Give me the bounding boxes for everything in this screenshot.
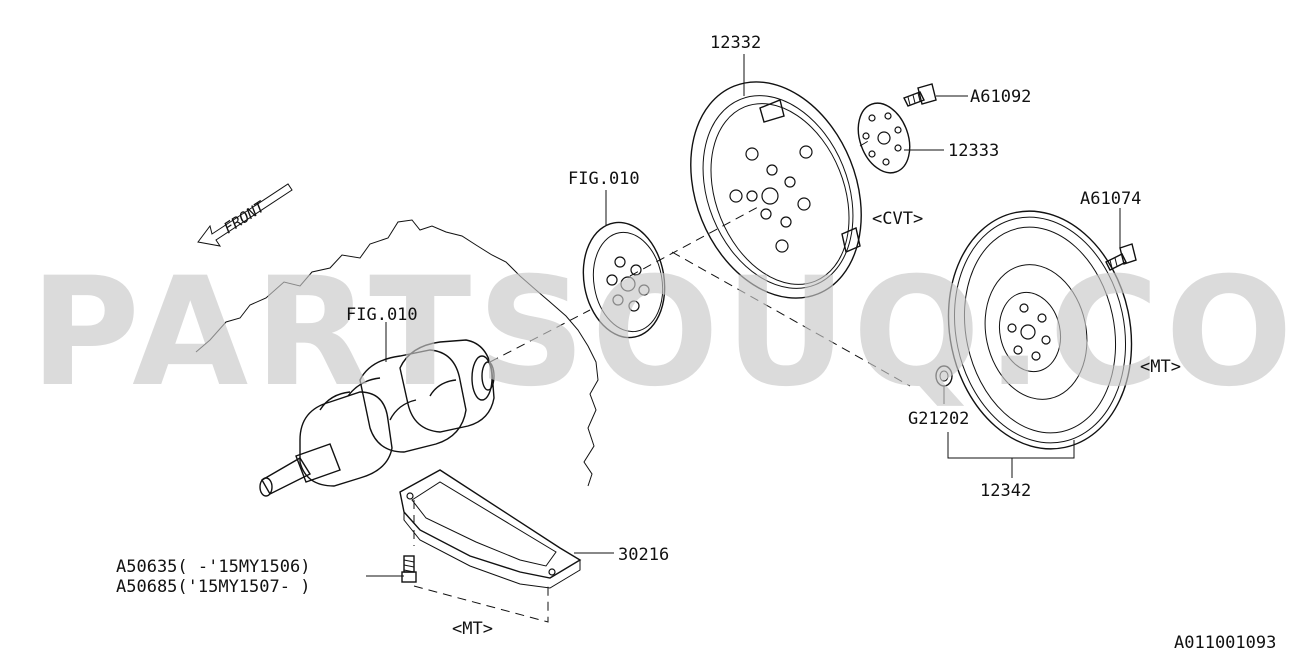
crankshaft xyxy=(259,336,495,497)
callout-12332[interactable]: 12332 xyxy=(710,33,761,53)
callout-a61092[interactable]: A61092 xyxy=(970,87,1031,107)
watermark: PARTSOUQ.COM xyxy=(30,246,1306,420)
flywheel-mt xyxy=(947,210,1133,450)
oil-pan-cover xyxy=(399,469,582,589)
callout-fig010-lower[interactable]: FIG.010 xyxy=(346,305,418,325)
tag-mt-bottom: <MT> xyxy=(452,619,493,639)
assembly-line xyxy=(413,139,911,623)
tag-cvt: <CVT> xyxy=(872,209,923,229)
tag-mt-right: <MT> xyxy=(1140,357,1181,377)
callout-g21202[interactable]: G21202 xyxy=(908,409,969,429)
drive-plate-small xyxy=(582,221,666,339)
reinforcement-plate xyxy=(857,102,911,174)
callout-fig010-upper[interactable]: FIG.010 xyxy=(568,169,640,189)
callout-a50685[interactable]: A50685('15MY1507- ) xyxy=(116,577,310,597)
leader-lines xyxy=(366,54,1121,577)
callout-a61074[interactable]: A61074 xyxy=(1080,189,1141,209)
bolt-cvt-icon xyxy=(903,83,937,107)
engine-block-outline xyxy=(195,219,599,487)
callout-a50635[interactable]: A50635( -'15MY1506) xyxy=(116,557,310,577)
callout-12333[interactable]: 12333 xyxy=(948,141,999,161)
front-arrow-icon: FRONT xyxy=(197,183,293,247)
diagram-id: A011001093 xyxy=(1174,633,1276,653)
front-label: FRONT xyxy=(220,197,268,237)
bolt-mt-icon xyxy=(1105,243,1137,271)
flywheel-cvt xyxy=(690,81,862,299)
callout-12342[interactable]: 12342 xyxy=(980,481,1031,501)
callout-30216[interactable]: 30216 xyxy=(618,545,669,565)
cover-bolt-icon xyxy=(401,555,417,583)
